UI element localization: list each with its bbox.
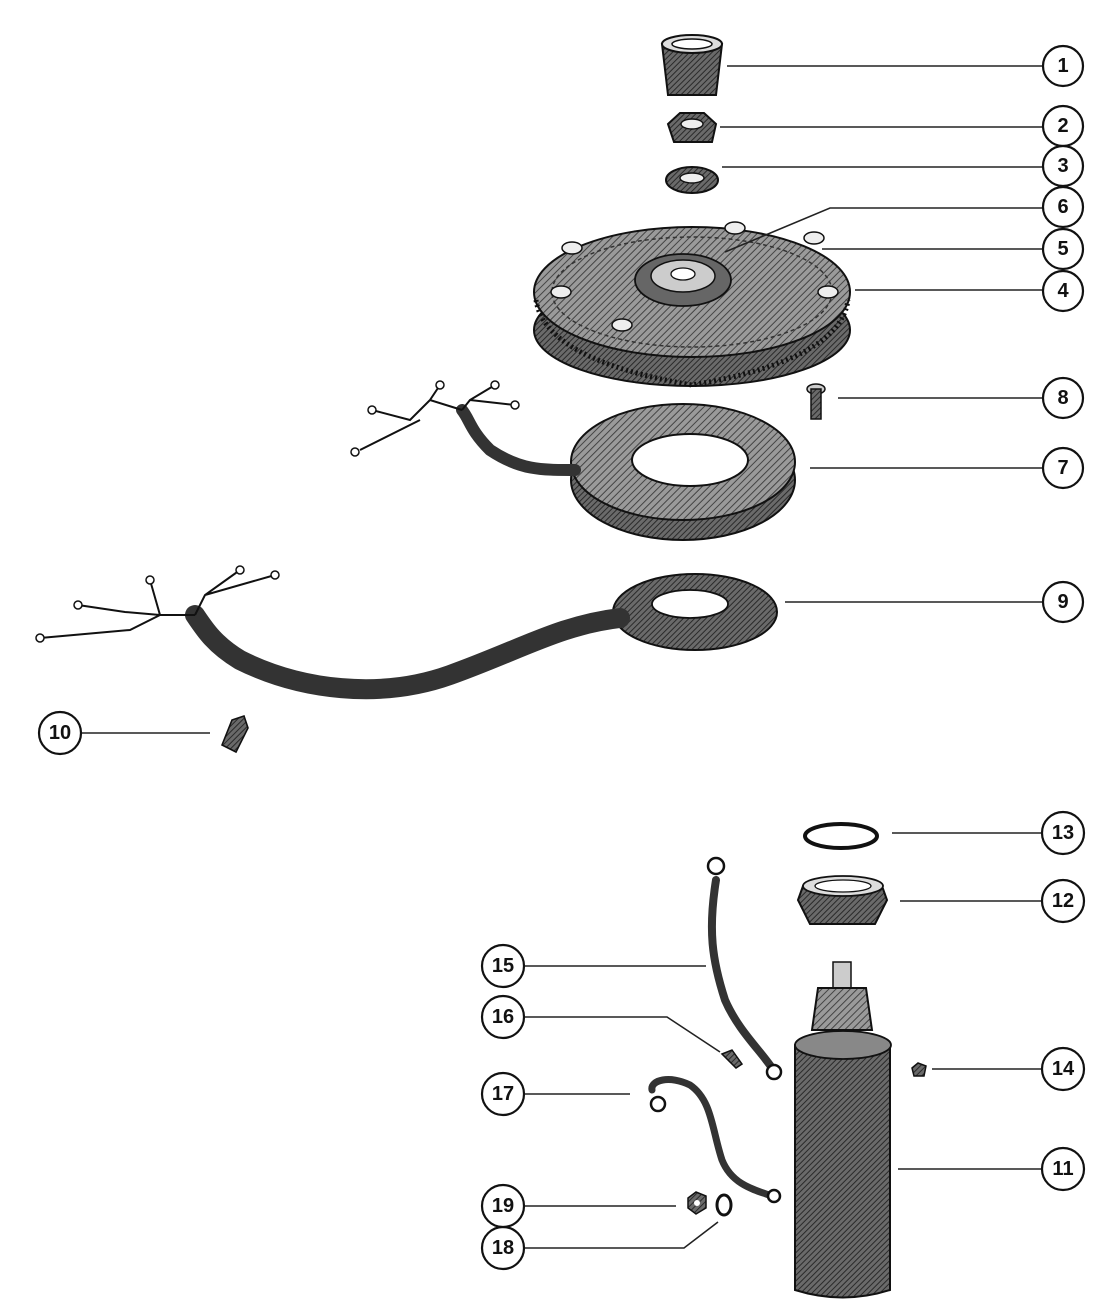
part-17-cable bbox=[648, 1076, 782, 1204]
part-3-washer bbox=[665, 166, 719, 194]
part-8-bolt bbox=[806, 383, 826, 420]
callout-11-label: 11 bbox=[1052, 1158, 1073, 1180]
callout-16: 16 bbox=[480, 994, 526, 1040]
callout-9: 9 bbox=[1041, 580, 1085, 624]
callout-5-label: 5 bbox=[1057, 238, 1068, 260]
part-19-nut bbox=[687, 1191, 707, 1215]
leader-18 bbox=[525, 1221, 719, 1249]
part-12-collar bbox=[796, 875, 889, 925]
part-10-boot bbox=[220, 714, 249, 754]
callout-1-label: 1 bbox=[1057, 55, 1068, 77]
callout-5: 5 bbox=[1041, 227, 1085, 271]
callout-12: 12 bbox=[1040, 878, 1086, 924]
part-7-stator bbox=[350, 380, 796, 541]
callout-9-label: 9 bbox=[1057, 591, 1068, 613]
part-1-cap bbox=[660, 34, 724, 96]
leader-lines bbox=[82, 65, 1043, 1249]
callout-2: 2 bbox=[1041, 104, 1085, 148]
part-18-washer bbox=[715, 1193, 733, 1217]
callout-15: 15 bbox=[480, 943, 526, 989]
leader-6 bbox=[724, 207, 1043, 253]
callout-11: 11 bbox=[1040, 1146, 1086, 1192]
callout-10: 10 bbox=[37, 710, 83, 756]
callout-8: 8 bbox=[1041, 376, 1085, 420]
callout-7: 7 bbox=[1041, 446, 1085, 490]
callout-19-label: 19 bbox=[492, 1195, 514, 1217]
part-6-flywheel-hub bbox=[634, 253, 732, 307]
callout-14-label: 14 bbox=[1052, 1058, 1075, 1080]
callout-6: 6 bbox=[1041, 185, 1085, 229]
part-2-nut bbox=[666, 112, 718, 143]
part-9-trigger-plate bbox=[35, 565, 778, 700]
callout-3: 3 bbox=[1041, 144, 1085, 188]
callout-7-label: 7 bbox=[1057, 457, 1068, 479]
callout-17: 17 bbox=[480, 1071, 526, 1117]
callout-18-label: 18 bbox=[492, 1237, 514, 1259]
part-14-nut bbox=[911, 1062, 927, 1077]
callout-12-label: 12 bbox=[1052, 890, 1074, 912]
part-5-flywheel-magnet-clips bbox=[550, 221, 839, 332]
callout-10-label: 10 bbox=[49, 722, 71, 744]
callouts: 1 2 3 4 5 6 7 8 bbox=[37, 44, 1086, 1271]
callout-4-label: 4 bbox=[1057, 280, 1069, 302]
callout-14: 14 bbox=[1040, 1046, 1086, 1092]
callout-3-label: 3 bbox=[1057, 155, 1068, 177]
callout-4: 4 bbox=[1041, 269, 1085, 313]
callout-18: 18 bbox=[480, 1225, 526, 1271]
callout-1: 1 bbox=[1041, 44, 1085, 88]
callout-6-label: 6 bbox=[1057, 196, 1068, 218]
callout-16-label: 16 bbox=[492, 1006, 514, 1028]
part-16-screw bbox=[720, 1049, 744, 1069]
callout-13-label: 13 bbox=[1052, 822, 1074, 844]
callout-15-label: 15 bbox=[492, 955, 514, 977]
callout-2-label: 2 bbox=[1057, 115, 1068, 137]
part-11-starter-motor bbox=[794, 961, 892, 1299]
callout-8-label: 8 bbox=[1057, 387, 1068, 409]
callout-17-label: 17 bbox=[492, 1083, 514, 1105]
part-15-cable bbox=[706, 856, 783, 1081]
part-13-o-ring bbox=[803, 822, 879, 850]
leader-16 bbox=[525, 1016, 721, 1053]
callout-13: 13 bbox=[1040, 810, 1086, 856]
callout-19: 19 bbox=[480, 1183, 526, 1229]
